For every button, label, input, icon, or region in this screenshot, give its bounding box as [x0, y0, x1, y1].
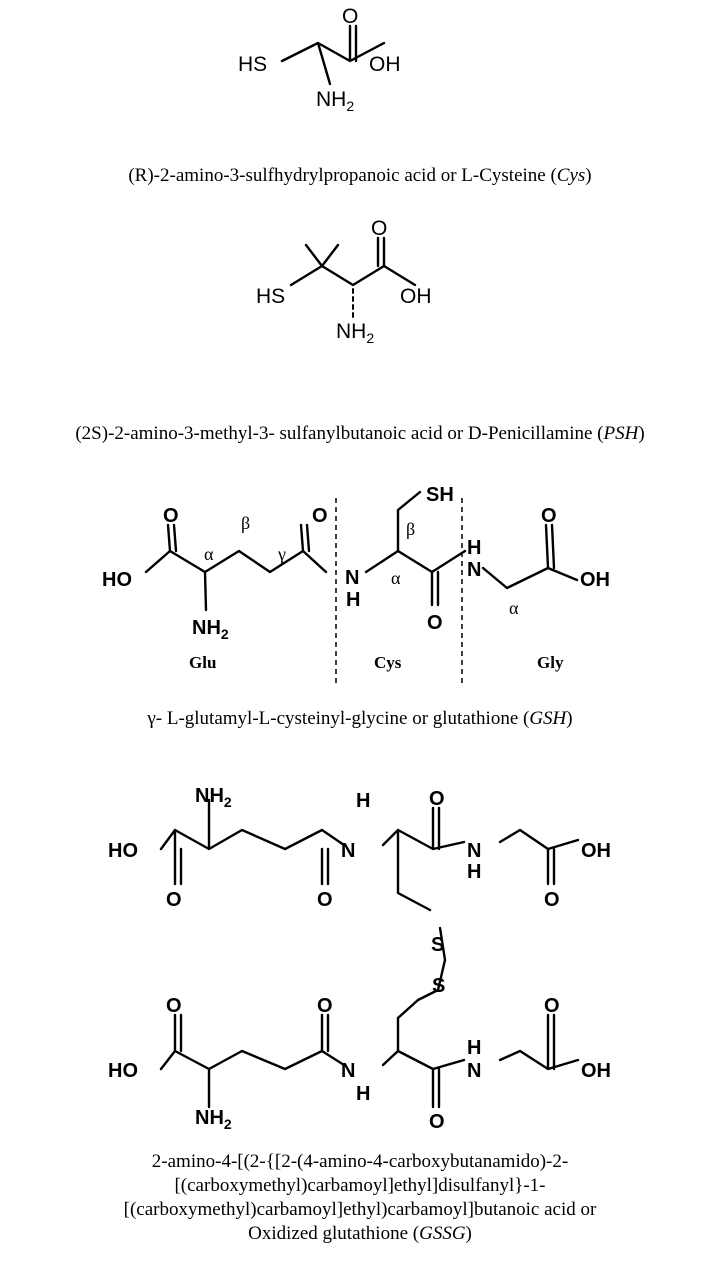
- top-amide-oxygen-2: O: [429, 788, 445, 810]
- residue-cys-label: Cys: [374, 653, 402, 672]
- residue-gly-label: Gly: [537, 653, 564, 672]
- hydroxyl-group: OH: [400, 285, 432, 308]
- hydroxyl-group: OH: [369, 53, 401, 76]
- top-amide-nitrogen-1: N: [341, 840, 355, 862]
- gssg-caption-line-3: [(carboxymethyl)carbamoyl]ethyl)carbamoy…: [123, 1199, 597, 1220]
- carbonyl-oxygen: O: [342, 5, 358, 28]
- bottom-amide-nitrogen-2: N: [467, 1060, 481, 1082]
- cysteine-caption: (R)-2-amino-3-sulfhydrylpropanoic acid o…: [128, 165, 592, 186]
- glu-amino-group: NH2: [192, 617, 229, 642]
- cys-thiol-group: SH: [426, 484, 454, 506]
- top-amide-nitrogen-2: N: [467, 840, 481, 862]
- glutathione-structure: HO O NH2 O N H SH O H N O OH α β γ α β α…: [102, 484, 610, 683]
- top-amide-hydrogen-1: H: [356, 790, 370, 812]
- carbonyl-oxygen: O: [371, 217, 387, 240]
- top-amide-hydrogen-2: H: [467, 861, 481, 883]
- top-amino-group: NH2: [195, 785, 232, 810]
- gly-alpha-label: α: [509, 598, 519, 618]
- gly-carbonyl-oxygen: O: [541, 505, 557, 527]
- glutathione-caption: γ- L-glutamyl-L-cysteinyl-glycine or glu…: [147, 708, 573, 729]
- gssg-caption: 2-amino-4-[(2-{[2-(4-amino-4-carboxybuta…: [0, 1150, 720, 1246]
- glu-gamma-label: γ: [277, 544, 286, 564]
- bottom-amide-nitrogen-1: N: [341, 1060, 355, 1082]
- gly-hydroxyl: OH: [580, 569, 610, 591]
- bottom-amino-group: NH2: [195, 1107, 232, 1132]
- thiol-group: HS: [256, 285, 285, 308]
- sulfur-atom-2: S: [432, 975, 445, 997]
- glu-hydroxyl: HO: [102, 569, 132, 591]
- residue-glu-label: Glu: [189, 653, 216, 672]
- bottom-glu-carbonyl-oxygen: O: [166, 995, 182, 1017]
- glu-alpha-label: α: [204, 544, 214, 564]
- bottom-amide-hydrogen-1: H: [356, 1083, 370, 1105]
- top-glu-carbonyl-oxygen: O: [166, 889, 182, 911]
- bottom-glu-hydroxyl: HO: [108, 1060, 138, 1082]
- top-amide-oxygen-1: O: [317, 889, 333, 911]
- penicillamine-structure: O OH HS NH2: [256, 217, 432, 346]
- penicillamine-caption: (2S)-2-amino-3-methyl-3- sulfanylbutanoi…: [75, 423, 645, 444]
- cysteine-structure: O OH HS NH2: [238, 5, 401, 114]
- glu-beta-label: β: [241, 513, 250, 533]
- amide-hydrogen-1: H: [346, 589, 360, 611]
- bottom-gly-hydroxyl: OH: [581, 1060, 611, 1082]
- cys-beta-label: β: [406, 519, 415, 539]
- bottom-amide-oxygen-2: O: [429, 1111, 445, 1133]
- cys-alpha-label: α: [391, 568, 401, 588]
- amide-nitrogen-2: N: [467, 559, 481, 581]
- top-gly-carbonyl-oxygen: O: [544, 889, 560, 911]
- bottom-gly-carbonyl-oxygen: O: [544, 995, 560, 1017]
- top-glu-hydroxyl: HO: [108, 840, 138, 862]
- thiol-group: HS: [238, 53, 267, 76]
- sulfur-atom-1: S: [431, 934, 444, 956]
- gssg-structure: NH2 HO O O H N O N H O OH S S O HO NH2 O…: [108, 785, 611, 1133]
- bottom-amide-oxygen-1: O: [317, 995, 333, 1017]
- amide-oxygen-2: O: [427, 612, 443, 634]
- gssg-caption-line-4: Oxidized glutathione (GSSG): [248, 1223, 472, 1244]
- amino-group: NH2: [316, 88, 354, 114]
- amide-nitrogen-1: N: [345, 567, 359, 589]
- amino-group: NH2: [336, 320, 374, 346]
- bottom-amide-hydrogen-2: H: [467, 1037, 481, 1059]
- amide-oxygen-1: O: [312, 505, 328, 527]
- gssg-caption-line-1: 2-amino-4-[(2-{[2-(4-amino-4-carboxybuta…: [151, 1151, 569, 1172]
- glu-carbonyl-oxygen: O: [163, 505, 179, 527]
- top-gly-hydroxyl: OH: [581, 840, 611, 862]
- amide-hydrogen-2: H: [467, 537, 481, 559]
- gssg-caption-line-2: [(carboxymethyl)carbamoyl]ethyl]disulfan…: [174, 1175, 546, 1196]
